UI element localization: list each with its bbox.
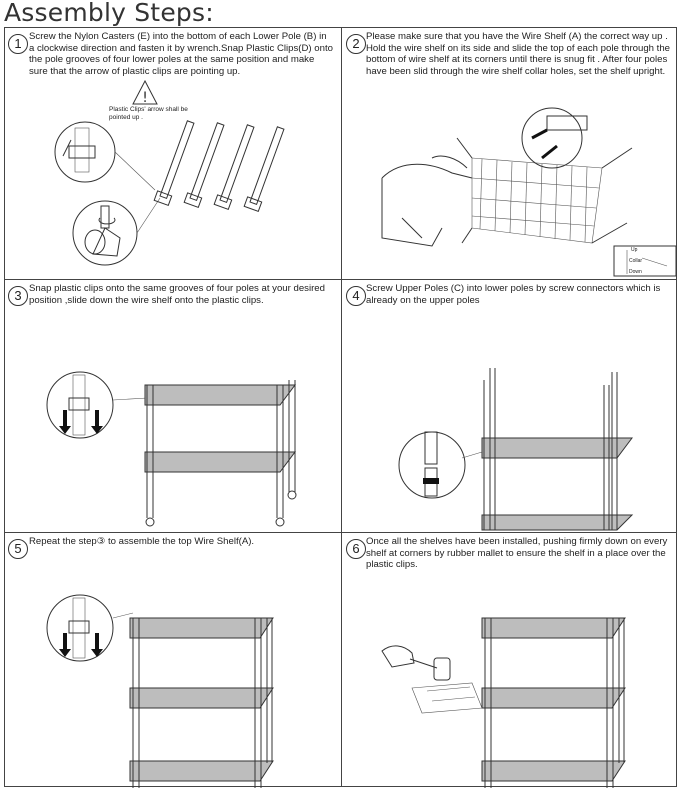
hands-icon [381,163,473,247]
magnifier-clip-icon [46,371,114,439]
step-3-panel: 3 Snap plastic clips onto the same groov… [5,280,341,532]
rubber-mallet-icon [381,645,483,714]
inset-collar-label: Collar [629,258,643,264]
step-1-note: Plastic Clips' arrow shall be pointed up… [109,106,188,121]
step-5-illustration [46,594,274,788]
grid-divider-row2 [5,532,676,533]
step-5-text: Repeat the step③ to assemble the top Wir… [29,536,255,547]
step-3-text: Snap plastic clips onto the same grooves… [29,283,325,306]
shelving-unit-icon [481,617,626,788]
step-2-illustration [381,107,677,277]
step-6-text: Once all the shelves have been installed… [366,536,668,571]
step-3-illustration [46,371,297,527]
collar-inset-icon [613,245,677,277]
step-2-text: Please make sure that you have the Wire … [366,31,670,77]
step-1-panel: 1 Screw the Nylon Casters (E) into the b… [5,28,341,279]
step-1-illustration: ! [54,79,285,266]
step-4-text: Screw Upper Poles (C) into lower poles b… [366,283,661,306]
step-1-text: Screw the Nylon Casters (E) into the bot… [29,31,333,77]
inset-up-label: Up [631,247,638,253]
step-4-number: 4 [346,286,366,306]
step-5-number: 5 [8,539,28,559]
grid-divider-vertical [341,28,342,786]
shelving-unit-icon [129,617,274,788]
magnifier-clip-icon [46,594,114,662]
step-3-number: 3 [8,286,28,306]
warning-triangle-icon [132,79,158,105]
page-title: Assembly Steps: [4,0,214,27]
step-4-panel: 4 Screw Upper Poles (C) into lower poles… [342,280,678,532]
lower-poles-icon [153,120,285,213]
step-6-panel: 6 Once all the shelves have been install… [342,533,678,788]
shelving-unit-icon [481,368,634,531]
grid-divider-row1 [5,279,676,280]
step-5-panel: 5 Repeat the step③ to assemble the top W… [5,533,341,788]
magnifier-connector-icon [398,431,466,499]
magnifier-clip-icon [54,121,116,183]
step-6-number: 6 [346,539,366,559]
step-2-panel: 2 Please make sure that you have the Wir… [342,28,678,279]
steps-grid: 1 Screw the Nylon Casters (E) into the b… [4,27,678,788]
step-6-illustration [381,617,626,788]
step-4-illustration [398,368,634,531]
step-2-number: 2 [346,34,366,54]
wire-shelf-icon [471,157,603,244]
step-1-number: 1 [8,34,28,54]
svg-text:!: ! [142,90,148,106]
magnifier-collar-icon [521,107,583,169]
inset-down-label: Down [629,269,642,275]
shelving-unit-icon [144,380,297,527]
